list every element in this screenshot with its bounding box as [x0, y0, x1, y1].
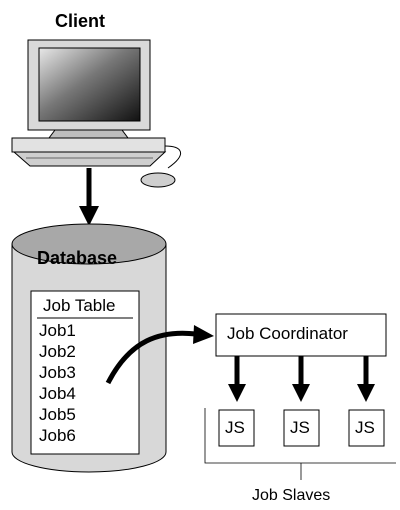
- job-slave-label: JS: [355, 418, 375, 437]
- job-slaves-bracket: [204, 408, 396, 480]
- database-cylinder: [11, 223, 167, 473]
- job-item: Job2: [39, 342, 76, 361]
- coordinator-to-slaves-arrows: [228, 356, 375, 402]
- table-to-coordinator-arrow: [105, 325, 214, 385]
- client-to-database-arrow: [79, 168, 99, 226]
- database-label: Database: [37, 248, 118, 268]
- job-slave-box-1: [218, 409, 255, 447]
- job-item: Job3: [39, 363, 76, 382]
- job-item: Job4: [39, 384, 76, 403]
- client-label: Client: [55, 11, 106, 31]
- job-item: Job5: [39, 405, 76, 424]
- job-slave-label: JS: [225, 418, 245, 437]
- client-computer-icon: [11, 39, 181, 188]
- job-item: Job1: [39, 321, 76, 340]
- job-slave-box-3: [348, 409, 385, 447]
- job-item: Job6: [39, 426, 76, 445]
- job-table-title: Job Table: [43, 296, 116, 315]
- job-slave-box-2: [283, 409, 320, 447]
- job-slave-label: JS: [290, 418, 310, 437]
- job-coordinator-label: Job Coordinator: [227, 324, 348, 343]
- job-slaves-label: Job Slaves: [252, 487, 331, 504]
